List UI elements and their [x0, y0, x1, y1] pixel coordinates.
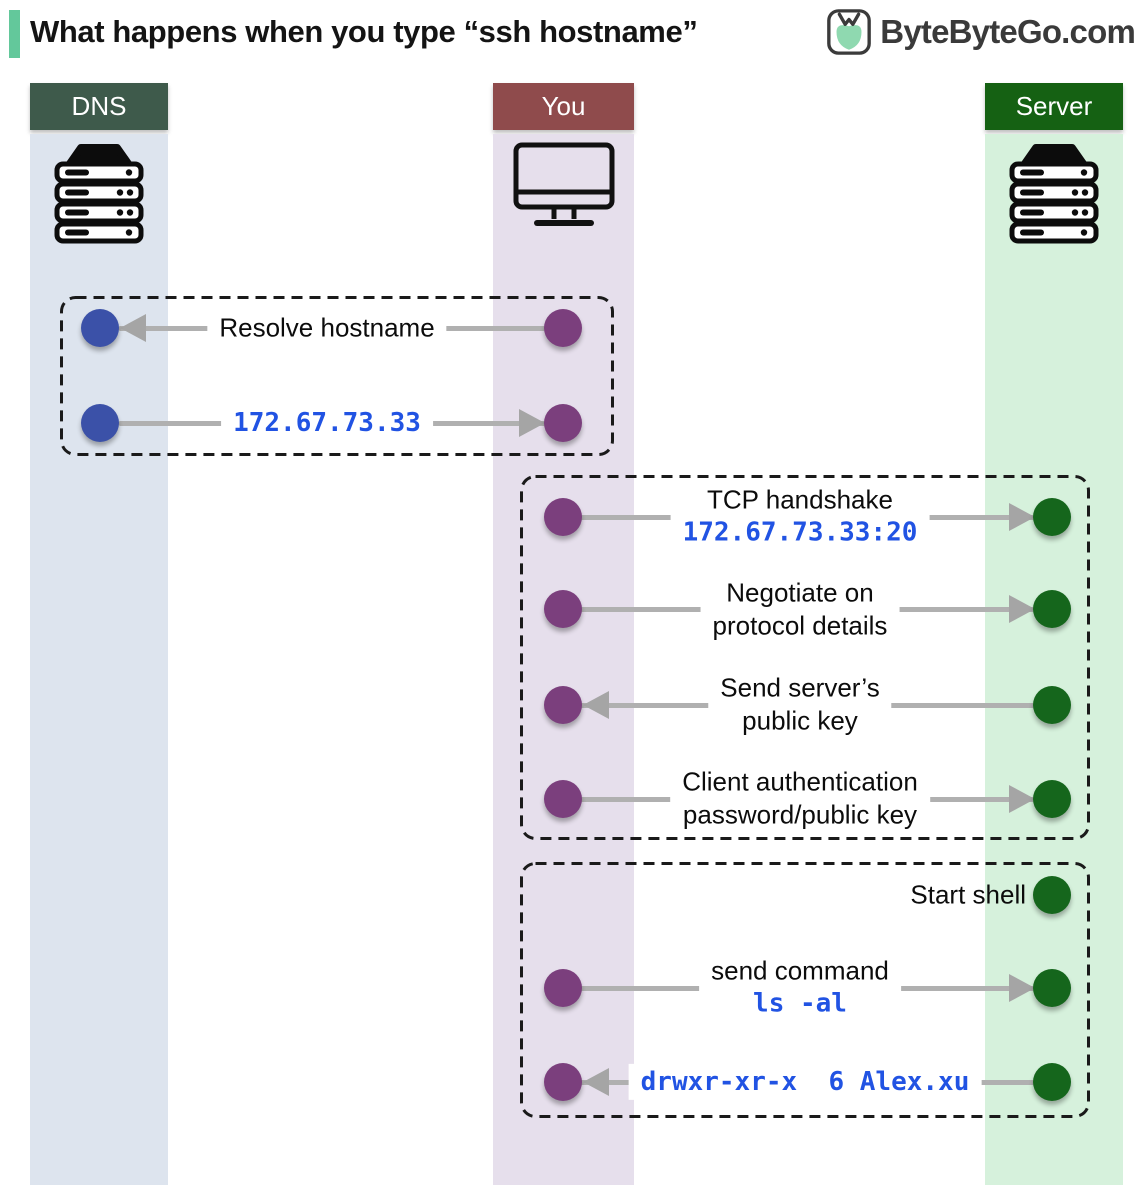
dns-endpoint-dot	[81, 404, 119, 442]
you-endpoint-dot	[544, 309, 582, 347]
brand-name: ByteByteGo.com	[880, 13, 1136, 50]
brand: ByteByteGo.com	[825, 8, 1136, 56]
message-mono-text: 172.67.73.33	[233, 407, 421, 438]
message-command-output: drwxr-xr-x 6 Alex.xu	[628, 1063, 982, 1101]
message-text: send command	[711, 955, 889, 986]
message-text: TCP handshake	[707, 484, 893, 515]
lane-header-server: Server	[985, 83, 1123, 130]
you-endpoint-dot	[544, 780, 582, 818]
message-text: Resolve hostname	[219, 312, 435, 343]
you-endpoint-dot	[544, 498, 582, 536]
lane-body-dns	[30, 134, 168, 1185]
monitor-icon	[513, 142, 614, 226]
message-text: protocol details	[712, 611, 888, 641]
message-resolved-ip: 172.67.73.33	[221, 404, 433, 442]
lane-body-server	[985, 134, 1123, 1185]
message-text: public key	[742, 706, 858, 736]
message-start-shell: Start shell	[910, 878, 1026, 911]
bytebytego-logo-icon	[827, 9, 872, 55]
arrowhead-left-icon	[583, 1068, 609, 1096]
arrowhead-right-icon	[1009, 595, 1035, 623]
server-endpoint-dot	[1033, 686, 1071, 724]
you-endpoint-dot	[544, 1063, 582, 1101]
dns-endpoint-dot	[81, 309, 119, 347]
message-text: Negotiate on	[726, 577, 874, 608]
message-client-authentication: Client authentication password/public ke…	[670, 764, 930, 834]
message-text: Send server’s	[720, 672, 880, 703]
server-endpoint-dot	[1033, 1063, 1071, 1101]
message-text: Client authentication	[682, 766, 918, 797]
message-negotiate-protocol: Negotiate on protocol details	[700, 575, 900, 645]
page-title: What happens when you type “ssh hostname…	[30, 14, 698, 49]
message-tcp-handshake: TCP handshake 172.67.73.33:20	[670, 482, 930, 552]
arrowhead-right-icon	[1009, 785, 1035, 813]
message-mono-text: ls -al	[753, 989, 847, 1019]
lane-header-dns: DNS	[30, 83, 168, 130]
arrowhead-left-icon	[583, 691, 609, 719]
arrowhead-right-icon	[1009, 503, 1035, 531]
lane-label-server: Server	[1015, 91, 1093, 121]
phase-box-shell-session	[520, 862, 1090, 1118]
server-endpoint-dot	[1033, 590, 1071, 628]
arrowhead-right-icon	[1009, 974, 1035, 1002]
arrowhead-right-icon	[519, 409, 545, 437]
server-endpoint-dot	[1033, 876, 1071, 914]
phase-box-dns-resolution	[60, 296, 614, 456]
lane-label-dns: DNS	[71, 91, 127, 121]
message-mono-text: drwxr-xr-x 6 Alex.xu	[640, 1066, 970, 1097]
server-endpoint-dot	[1033, 498, 1071, 536]
server-rack-icon	[1009, 144, 1099, 244]
message-mono-text: 172.67.73.33:20	[682, 518, 918, 548]
you-endpoint-dot	[544, 590, 582, 628]
message-text: password/public key	[682, 800, 918, 830]
message-resolve-hostname: Resolve hostname	[207, 310, 447, 346]
server-endpoint-dot	[1033, 780, 1071, 818]
lane-you: You	[493, 83, 634, 1185]
arrowhead-left-icon	[120, 314, 146, 342]
message-send-server-public-key: Send server’s public key	[708, 670, 892, 740]
server-endpoint-dot	[1033, 969, 1071, 1007]
message-text: Start shell	[910, 879, 1026, 910]
title-accent-bar	[9, 10, 20, 58]
lane-dns: DNS	[30, 83, 168, 1185]
message-send-command: send command ls -al	[699, 953, 901, 1023]
lane-header-you: You	[493, 83, 634, 130]
phase-box-ssh-handshake	[520, 475, 1090, 840]
you-endpoint-dot	[544, 404, 582, 442]
you-endpoint-dot	[544, 686, 582, 724]
lane-label-you: You	[541, 91, 586, 121]
you-endpoint-dot	[544, 969, 582, 1007]
lane-server: Server	[985, 83, 1123, 1185]
server-rack-icon	[54, 144, 144, 244]
